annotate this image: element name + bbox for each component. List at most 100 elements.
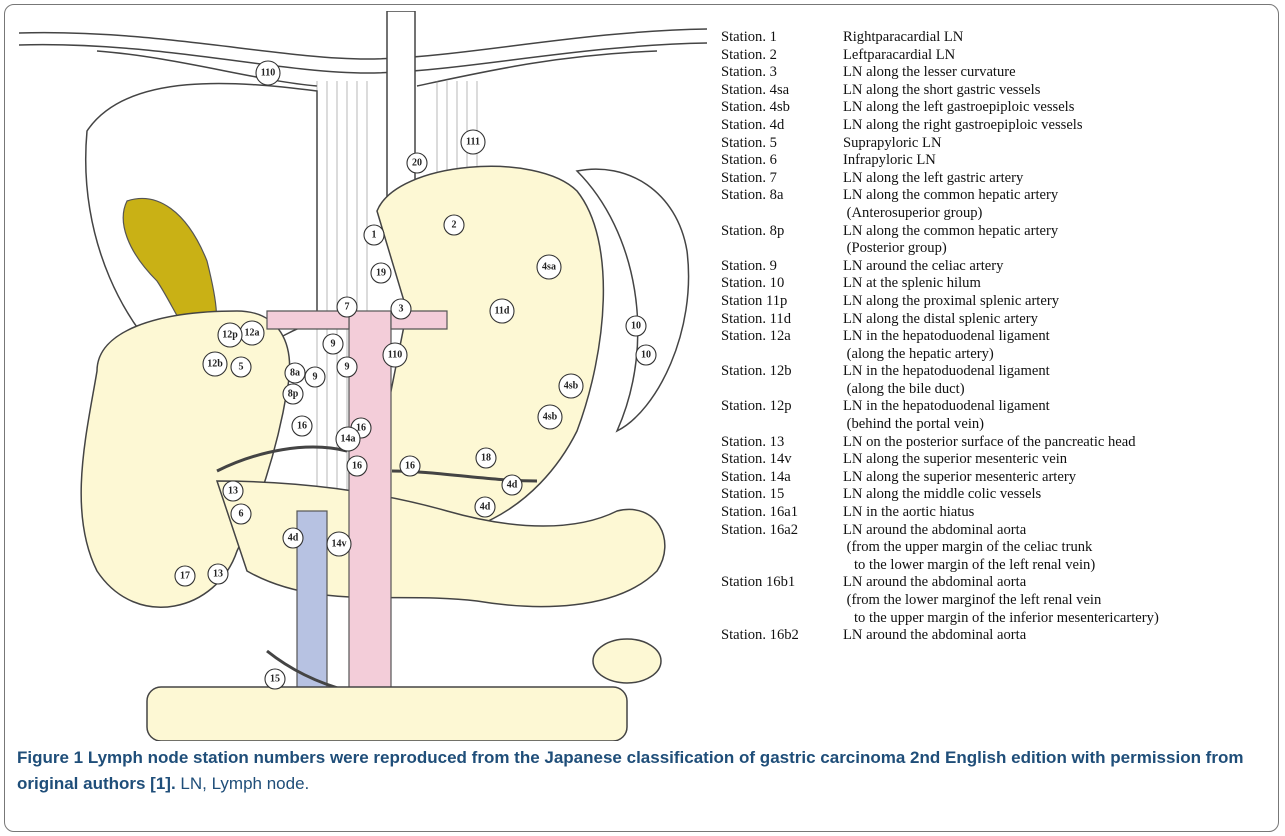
legend-description: LN around the abdominal aorta xyxy=(843,574,1026,592)
node-label: 5 xyxy=(239,362,244,373)
legend-description: LN along the left gastroepiploic vessels xyxy=(843,99,1074,117)
legend-station: Station. 12b xyxy=(721,363,843,381)
legend-station xyxy=(721,381,843,399)
legend-station: Station. 8a xyxy=(721,187,843,205)
node-label: 10 xyxy=(641,350,651,361)
legend-station: Station. 4sb xyxy=(721,99,843,117)
legend-description: LN in the hepatoduodenal ligament xyxy=(843,363,1050,381)
legend-row: Station. 8pLN along the common hepatic a… xyxy=(721,223,1279,241)
node-label: 15 xyxy=(270,674,280,685)
node-label: 13 xyxy=(228,486,238,497)
node-label: 4d xyxy=(507,480,518,491)
legend-station: Station. 1 xyxy=(721,29,843,47)
legend-description: LN along the common hepatic artery xyxy=(843,187,1058,205)
diaphragm xyxy=(19,29,707,86)
legend-row-continuation: (Posterior group) xyxy=(721,240,1279,258)
node-label: 12a xyxy=(245,328,260,339)
legend-description: LN along the right gastroepiploic vessel… xyxy=(843,117,1083,135)
legend-station: Station. 12a xyxy=(721,328,843,346)
node-label: 13 xyxy=(213,569,223,580)
legend-description: (along the hepatic artery) xyxy=(843,346,994,364)
node-label: 16 xyxy=(405,461,415,472)
legend-station: Station. 6 xyxy=(721,152,843,170)
legend-station xyxy=(721,539,843,557)
legend-station: Station 11p xyxy=(721,293,843,311)
node-label: 4d xyxy=(288,533,299,544)
legend-description: to the upper margin of the inferior mese… xyxy=(843,610,1159,628)
legend-row: Station. 16a1LN in the aortic hiatus xyxy=(721,504,1279,522)
legend-description: LN in the hepatoduodenal ligament xyxy=(843,398,1050,416)
node-label: 9 xyxy=(331,339,336,350)
legend-row-continuation: (along the bile duct) xyxy=(721,381,1279,399)
node-label: 11d xyxy=(494,306,509,317)
legend-station: Station. 2 xyxy=(721,47,843,65)
legend-row: Station. 12bLN in the hepatoduodenal lig… xyxy=(721,363,1279,381)
legend-description: LN in the hepatoduodenal ligament xyxy=(843,328,1050,346)
legend-station: Station. 15 xyxy=(721,486,843,504)
node-label: 20 xyxy=(412,158,422,169)
legend-station: Station. 4sa xyxy=(721,82,843,100)
legend-station: Station. 16b2 xyxy=(721,627,843,645)
node-label: 4sb xyxy=(564,381,579,392)
node-label: 16 xyxy=(352,461,362,472)
legend-station: Station. 11d xyxy=(721,311,843,329)
legend-description: (Posterior group) xyxy=(843,240,947,258)
legend-description: (behind the portal vein) xyxy=(843,416,984,434)
legend-station: Station. 13 xyxy=(721,434,843,452)
node-label: 19 xyxy=(376,268,386,279)
legend-row: Station. 12pLN in the hepatoduodenal lig… xyxy=(721,398,1279,416)
legend-description: to the lower margin of the left renal ve… xyxy=(843,557,1095,575)
node-label: 14v xyxy=(332,539,347,550)
legend-station: Station 16b1 xyxy=(721,574,843,592)
node-label: 12p xyxy=(222,330,238,341)
legend-row-continuation: (behind the portal vein) xyxy=(721,416,1279,434)
legend-station: Station. 9 xyxy=(721,258,843,276)
legend-row: Station. 1Rightparacardial LN xyxy=(721,29,1279,47)
legend-description: Rightparacardial LN xyxy=(843,29,963,47)
legend-station: Station. 16a2 xyxy=(721,522,843,540)
legend-row: Station. 4saLN along the short gastric v… xyxy=(721,82,1279,100)
node-label: 18 xyxy=(481,453,491,464)
legend-station xyxy=(721,240,843,258)
legend-station xyxy=(721,610,843,628)
figure-caption: Figure 1 Lymph node station numbers were… xyxy=(17,745,1272,797)
legend-description: LN around the abdominal aorta xyxy=(843,522,1026,540)
node-label: 1 xyxy=(372,230,377,241)
legend-description: LN along the left gastric artery xyxy=(843,170,1023,188)
node-label: 4d xyxy=(480,502,491,513)
legend-station: Station. 14a xyxy=(721,469,843,487)
legend-row: Station. 6Infrapyloric LN xyxy=(721,152,1279,170)
node-label: 14a xyxy=(341,434,356,445)
node-label: 9 xyxy=(313,372,318,383)
node-label: 6 xyxy=(239,509,244,520)
node-label: 3 xyxy=(399,304,404,315)
node-label: 8a xyxy=(290,368,300,379)
legend-description: (Anterosuperior group) xyxy=(843,205,982,223)
legend-description: LN along the lesser curvature xyxy=(843,64,1016,82)
node-label: 111 xyxy=(466,137,480,148)
legend-row: Station. 16a2LN around the abdominal aor… xyxy=(721,522,1279,540)
node-label: 9 xyxy=(345,362,350,373)
node-label: 4sa xyxy=(542,262,556,273)
legend-description: (from the lower marginof the left renal … xyxy=(843,592,1101,610)
node-label: 17 xyxy=(180,571,190,582)
legend-station: Station. 16a1 xyxy=(721,504,843,522)
legend-station: Station. 3 xyxy=(721,64,843,82)
legend-station xyxy=(721,557,843,575)
legend-station xyxy=(721,416,843,434)
node-label: 8p xyxy=(288,389,299,400)
legend-station: Station. 8p xyxy=(721,223,843,241)
legend-description: LN along the proximal splenic artery xyxy=(843,293,1059,311)
legend-station: Station. 14v xyxy=(721,451,843,469)
